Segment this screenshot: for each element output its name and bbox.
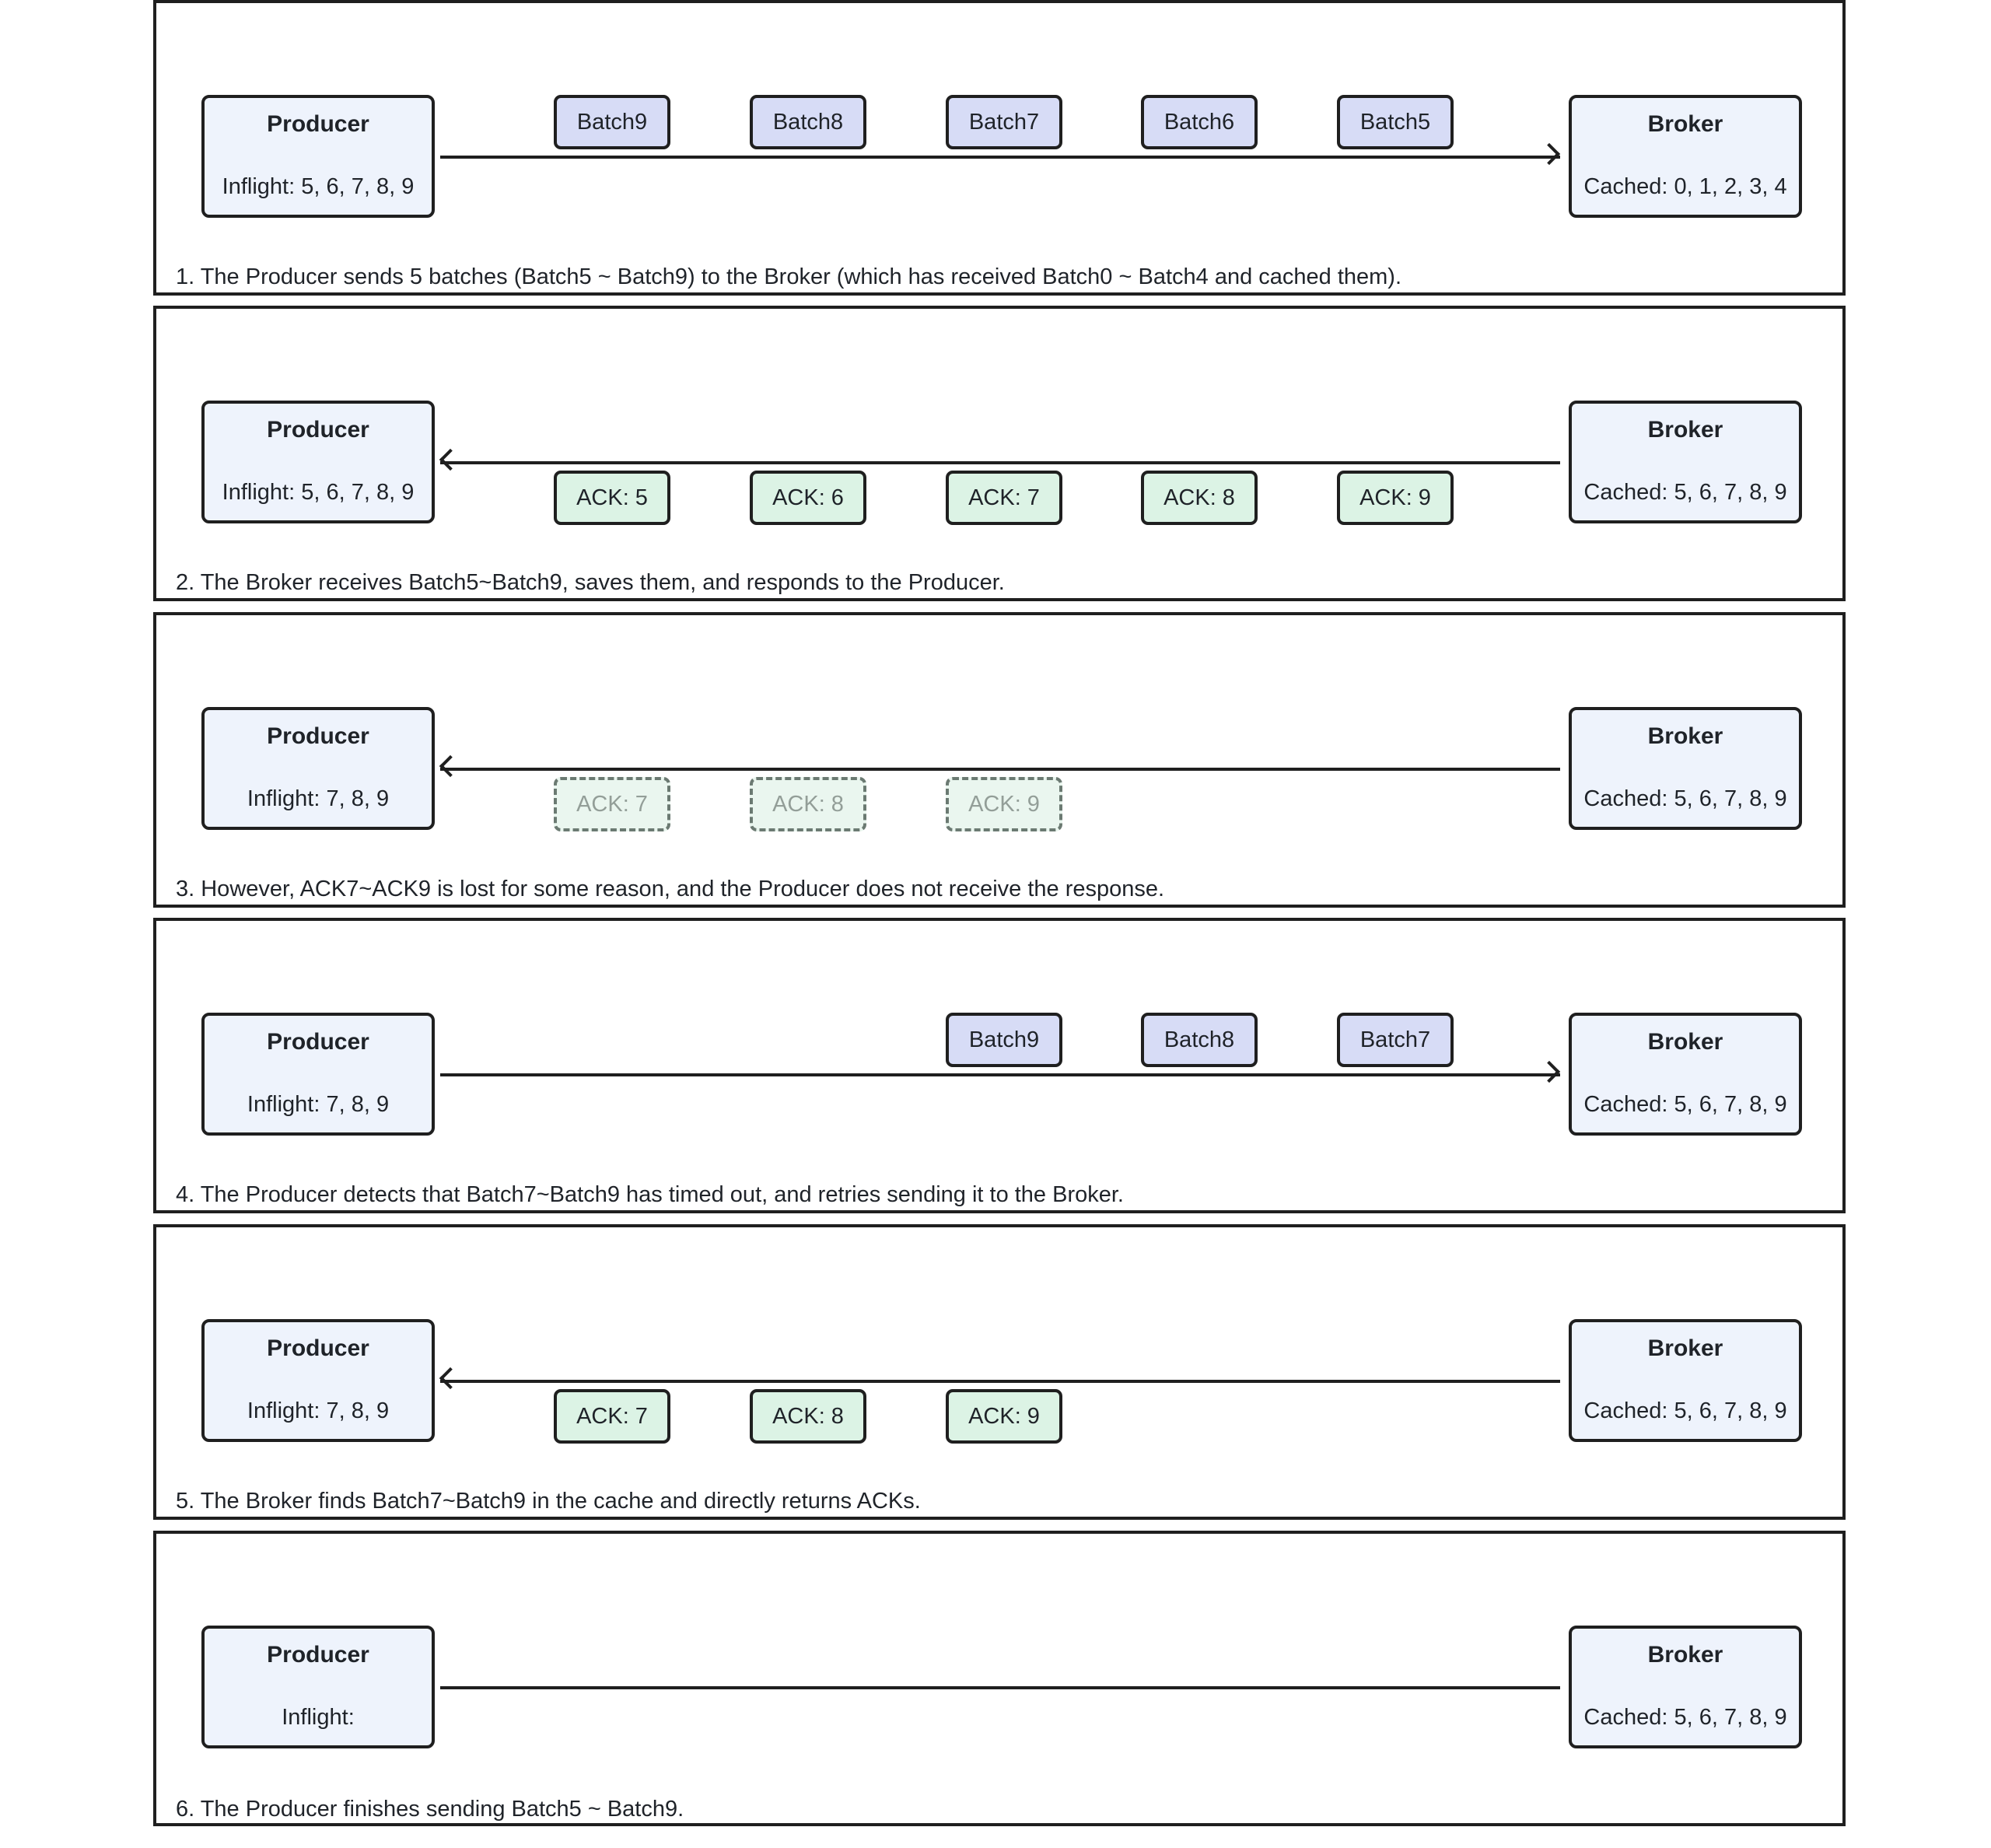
connection-line [440,461,1560,464]
connection-line [440,768,1560,771]
arrow-left-icon [439,1367,462,1390]
broker-node: Broker Cached: 0, 1, 2, 3, 4 [1569,95,1802,218]
step-caption: 2. The Broker receives Batch5~Batch9, sa… [176,570,1005,595]
broker-title: Broker [1647,1029,1723,1055]
lost-ack-message: ACK: 9 [946,777,1062,831]
batch-message: Batch9 [946,1013,1062,1067]
step-panel-5: Producer Inflight: 7, 8, 9 ACK: 7 ACK: 8… [153,1224,1846,1520]
producer-node: Producer Inflight: [201,1626,435,1748]
broker-node: Broker Cached: 5, 6, 7, 8, 9 [1569,401,1802,523]
producer-title: Producer [267,1335,369,1361]
producer-node: Producer Inflight: 7, 8, 9 [201,1319,435,1442]
arrow-left-icon [439,448,462,471]
producer-inflight: Inflight: [282,1705,355,1730]
broker-title: Broker [1647,111,1723,137]
producer-inflight: Inflight: 7, 8, 9 [247,786,390,811]
step-panel-1: Producer Inflight: 5, 6, 7, 8, 9 Batch9 … [153,0,1846,296]
ack-message: ACK: 8 [1141,471,1258,525]
step-caption: 4. The Producer detects that Batch7~Batc… [176,1182,1124,1207]
producer-node: Producer Inflight: 5, 6, 7, 8, 9 [201,401,435,523]
producer-title: Producer [267,417,369,443]
ack-message: ACK: 7 [946,471,1062,525]
producer-inflight: Inflight: 5, 6, 7, 8, 9 [222,174,415,199]
connection-line [440,1686,1560,1689]
broker-cached: Cached: 5, 6, 7, 8, 9 [1583,786,1787,811]
ack-message: ACK: 9 [1337,471,1454,525]
batch-message: Batch8 [1141,1013,1258,1067]
step-panel-2: Producer Inflight: 5, 6, 7, 8, 9 ACK: 5 … [153,306,1846,601]
arrow-right-icon [1538,1060,1561,1083]
ack-message: ACK: 7 [554,1389,670,1444]
lost-ack-message: ACK: 8 [750,777,866,831]
producer-title: Producer [267,111,369,137]
broker-node: Broker Cached: 5, 6, 7, 8, 9 [1569,707,1802,830]
connection-line [440,1073,1560,1076]
producer-inflight: Inflight: 7, 8, 9 [247,1398,390,1423]
batch-message: Batch7 [1337,1013,1454,1067]
broker-node: Broker Cached: 5, 6, 7, 8, 9 [1569,1319,1802,1442]
broker-node: Broker Cached: 5, 6, 7, 8, 9 [1569,1626,1802,1748]
producer-title: Producer [267,1642,369,1668]
arrow-left-icon [439,754,462,778]
broker-cached: Cached: 0, 1, 2, 3, 4 [1583,174,1787,199]
step-caption: 3. However, ACK7~ACK9 is lost for some r… [176,877,1165,901]
step-panel-4: Producer Inflight: 7, 8, 9 Batch9 Batch8… [153,918,1846,1213]
producer-title: Producer [267,723,369,749]
batch-message: Batch7 [946,95,1062,149]
arrow-right-icon [1538,142,1561,166]
broker-cached: Cached: 5, 6, 7, 8, 9 [1583,1705,1787,1730]
producer-inflight: Inflight: 5, 6, 7, 8, 9 [222,480,415,505]
producer-inflight: Inflight: 7, 8, 9 [247,1092,390,1117]
connection-line [440,156,1560,159]
broker-title: Broker [1647,1642,1723,1668]
producer-node: Producer Inflight: 7, 8, 9 [201,1013,435,1136]
ack-message: ACK: 9 [946,1389,1062,1444]
broker-node: Broker Cached: 5, 6, 7, 8, 9 [1569,1013,1802,1136]
broker-title: Broker [1647,723,1723,749]
connection-line [440,1380,1560,1383]
ack-message: ACK: 5 [554,471,670,525]
broker-title: Broker [1647,1335,1723,1361]
batch-message: Batch9 [554,95,670,149]
step-caption: 1. The Producer sends 5 batches (Batch5 … [176,264,1402,289]
step-caption: 6. The Producer finishes sending Batch5 … [176,1797,684,1822]
broker-cached: Cached: 5, 6, 7, 8, 9 [1583,1398,1787,1423]
batch-message: Batch5 [1337,95,1454,149]
step-caption: 5. The Broker finds Batch7~Batch9 in the… [176,1489,921,1514]
broker-title: Broker [1647,417,1723,443]
batch-message: Batch6 [1141,95,1258,149]
lost-ack-message: ACK: 7 [554,777,670,831]
producer-node: Producer Inflight: 5, 6, 7, 8, 9 [201,95,435,218]
step-panel-6: Producer Inflight: Broker Cached: 5, 6, … [153,1531,1846,1826]
producer-node: Producer Inflight: 7, 8, 9 [201,707,435,830]
producer-title: Producer [267,1029,369,1055]
batch-message: Batch8 [750,95,866,149]
broker-cached: Cached: 5, 6, 7, 8, 9 [1583,1092,1787,1117]
ack-message: ACK: 6 [750,471,866,525]
ack-message: ACK: 8 [750,1389,866,1444]
broker-cached: Cached: 5, 6, 7, 8, 9 [1583,480,1787,505]
step-panel-3: Producer Inflight: 7, 8, 9 ACK: 7 ACK: 8… [153,612,1846,908]
